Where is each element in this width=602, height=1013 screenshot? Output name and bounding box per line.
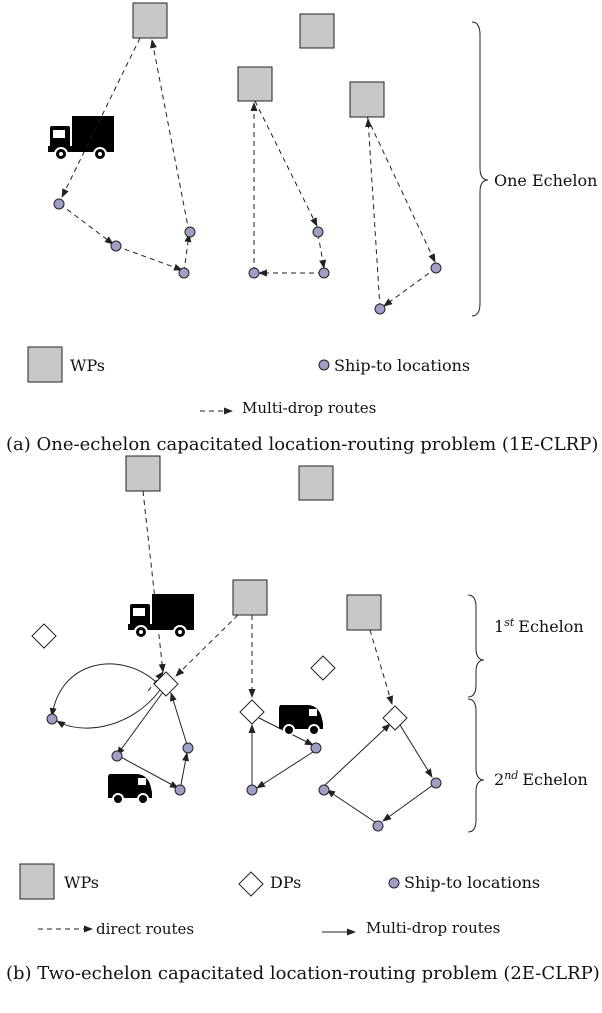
van-icon — [107, 773, 153, 805]
ship-to-node — [430, 777, 442, 789]
brace-label-1st-echelon-base: 1 — [494, 617, 504, 636]
legend-ship-to-label: Ship-to locations — [334, 356, 470, 375]
brace-label-one-echelon: One Echelon — [494, 171, 597, 190]
dp-diamond — [382, 705, 408, 731]
brace — [471, 21, 489, 317]
multi-drop-route — [49, 663, 157, 717]
ship-to-node — [53, 198, 65, 210]
multi-drop-route — [323, 723, 391, 787]
legend-ship-to-node — [318, 359, 330, 371]
dp-diamond — [239, 699, 265, 725]
ship-to-node — [184, 226, 196, 238]
van-icon — [278, 704, 324, 736]
wp-box — [298, 465, 334, 501]
caption-b: (b) Two-echelon capacitated location-rou… — [6, 963, 600, 984]
direct-route — [175, 614, 239, 677]
direct-route — [369, 629, 394, 705]
multi-drop-route — [116, 691, 164, 756]
brace-label-1st-echelon-rest: Echelon — [518, 617, 583, 636]
multi-drop-routes-a — [59, 37, 437, 309]
legend-direct-label: direct routes — [96, 920, 194, 938]
dp-diamond — [31, 623, 57, 649]
ship-to-node — [310, 742, 322, 754]
legend-multi-drop-label: Multi-drop routes — [366, 919, 500, 937]
legend-wp-box — [19, 863, 55, 900]
multi-drop-route — [256, 749, 317, 789]
legend-multi-drop-label: Multi-drop routes — [242, 399, 376, 417]
legend-wps-label: WPs — [70, 356, 105, 375]
wp-box — [346, 594, 382, 631]
ship-to-node — [312, 226, 324, 238]
wp-box — [237, 66, 273, 102]
multi-drop-route — [382, 784, 434, 822]
ship-to-node — [46, 713, 58, 725]
multi-drop-route — [116, 754, 179, 789]
ship-to-node — [318, 784, 330, 796]
brace-label-2nd-echelon-base: 2 — [494, 770, 504, 789]
brace — [467, 594, 485, 698]
brace-label-2nd-echelon-sup: nd — [504, 769, 518, 782]
legend-dp-diamond — [238, 871, 264, 897]
ship-to-node — [178, 267, 190, 279]
legend-dps-label: DPs — [270, 873, 301, 892]
wp-box — [299, 13, 335, 49]
ship-to-node — [246, 784, 258, 796]
ship-to-node — [318, 267, 330, 279]
ship-to-node — [248, 267, 260, 279]
direct-route — [142, 490, 166, 673]
legend-wp-box — [27, 346, 63, 383]
brace — [467, 698, 485, 833]
legend-wps-label: WPs — [64, 873, 99, 892]
brace-label-1st-echelon-sup: st — [504, 616, 515, 629]
ship-to-node — [430, 262, 442, 274]
ship-to-node — [372, 820, 384, 832]
truck-icon — [127, 593, 195, 639]
legend-ship-to-node — [388, 877, 400, 889]
brace-label-2nd-echelon: 2nd Echelon — [494, 769, 588, 789]
truck-icon — [47, 115, 115, 161]
wp-box — [349, 81, 385, 118]
brace-label-2nd-echelon-rest: Echelon — [522, 770, 587, 789]
ship-to-node — [374, 303, 386, 315]
multi-drop-route — [399, 724, 433, 778]
panel-a: One Echelon WPs Ship-to locations Multi-… — [27, 2, 597, 417]
multi-drop-route — [56, 689, 161, 729]
ship-to-node — [174, 784, 186, 796]
ship-to-node — [111, 750, 123, 762]
multi-drop-route — [326, 789, 379, 825]
dp-diamond — [310, 655, 336, 681]
multi-drop-route — [170, 692, 189, 749]
multi-drop-route — [179, 752, 189, 791]
wp-box — [132, 2, 168, 39]
wp-box — [232, 579, 268, 616]
dp-diamond — [153, 671, 179, 697]
legend-ship-to-label: Ship-to locations — [404, 873, 540, 892]
wp-box — [125, 455, 161, 492]
caption-a: (a) One-echelon capacitated location-rou… — [6, 434, 599, 455]
ship-to-node — [182, 742, 194, 754]
ship-to-node — [110, 240, 122, 252]
